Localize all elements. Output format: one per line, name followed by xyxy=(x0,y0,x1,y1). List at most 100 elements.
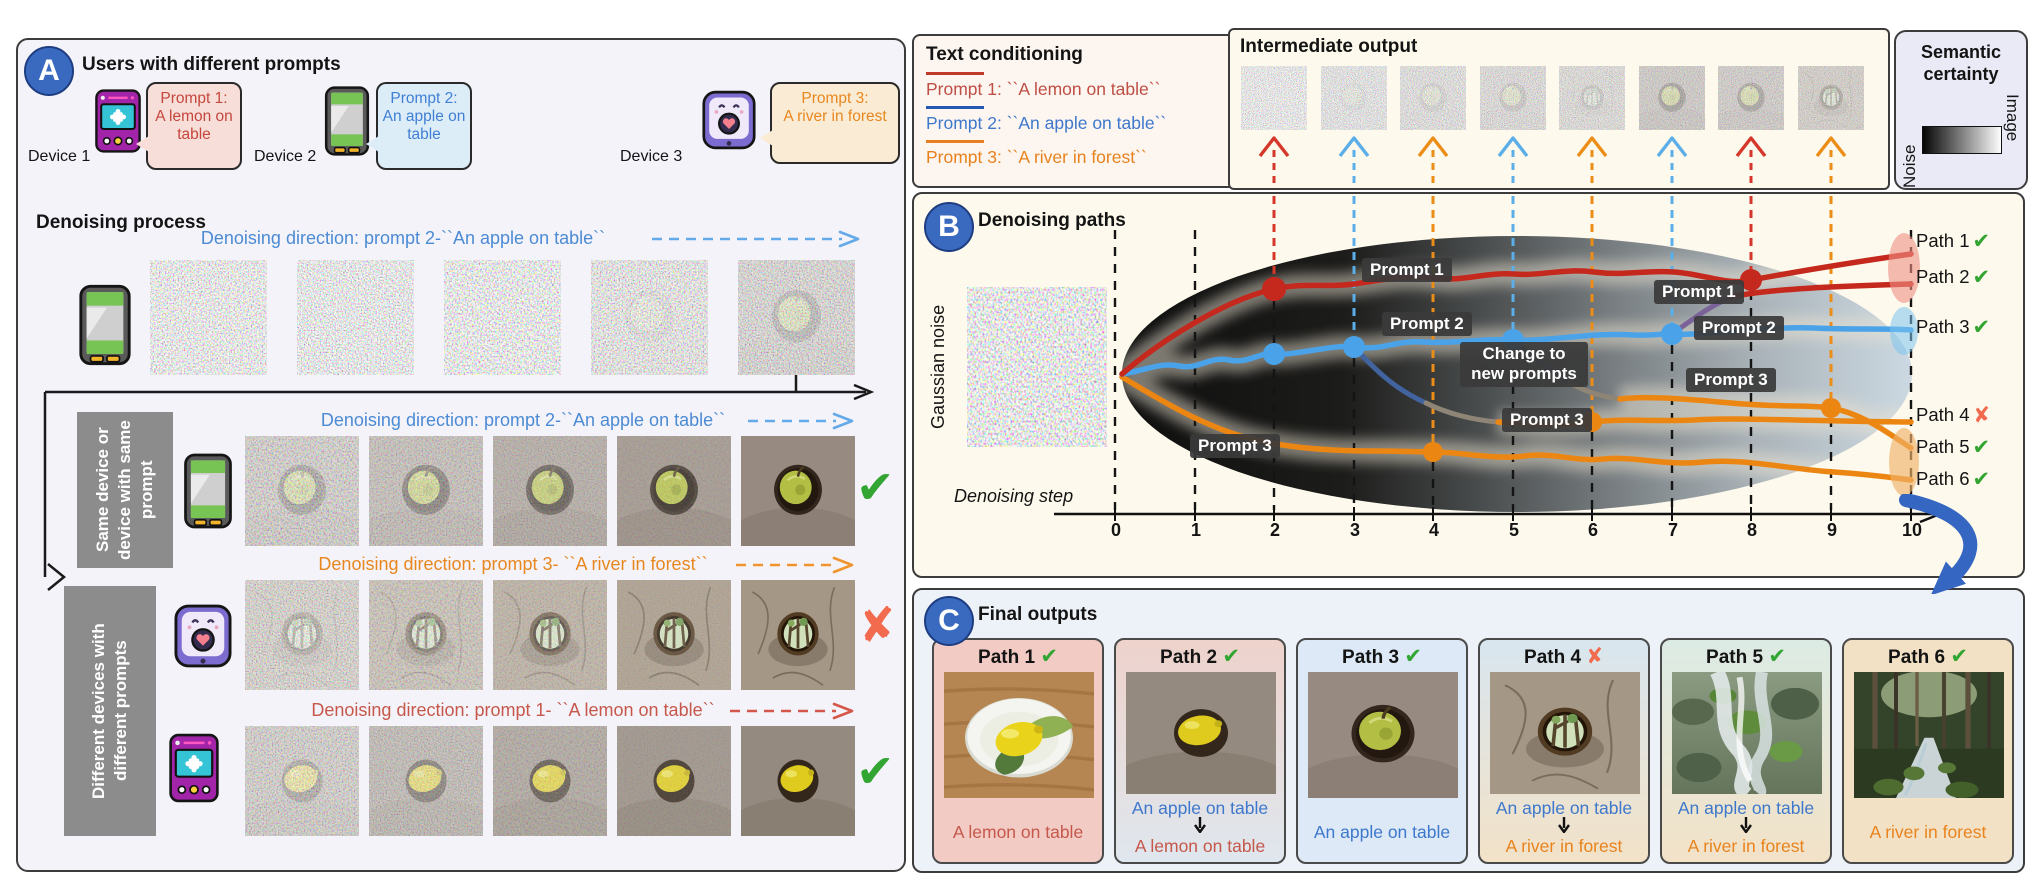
noise-image xyxy=(297,260,414,375)
denoising-step-image xyxy=(738,260,855,375)
gaussian-noise-image xyxy=(967,287,1107,447)
device-2-label: Device 2 xyxy=(254,148,317,165)
prompt-2-tag: Prompt 2 xyxy=(1382,312,1472,336)
prompt3-step-arrow xyxy=(1576,136,1608,188)
noise-image xyxy=(150,260,267,375)
prompt-2-tag: Prompt 2 xyxy=(1694,316,1784,340)
card-caption: A river in forest xyxy=(1505,836,1623,856)
axis-tick: 1 xyxy=(1190,520,1201,540)
device-3-label: Device 3 xyxy=(620,148,683,165)
intermediate-image xyxy=(1321,66,1387,130)
intermediate-image xyxy=(1241,66,1307,130)
check-mark: ✔ xyxy=(1404,645,1422,668)
axis-tick: 2 xyxy=(1269,520,1280,540)
intermediate-image xyxy=(1798,66,1864,130)
direction-label-row4: Denoising direction: prompt 1- ``A lemon… xyxy=(311,700,715,720)
device-1-icon xyxy=(169,733,219,803)
path-2-card-title: Path 2 ✔ xyxy=(1116,644,1284,669)
card-caption: A river in forest xyxy=(1687,836,1805,856)
denoising-step-image xyxy=(245,436,359,546)
certainty-gradient-bar xyxy=(1922,126,2002,154)
panel-denoising-paths: B Denoising paths Gaussian noise xyxy=(912,192,2025,578)
card-caption: An apple on table xyxy=(1131,798,1269,818)
prompt-1-bubble-body: A lemon on table xyxy=(155,107,233,143)
card-title-text: Path 2 xyxy=(1160,647,1218,668)
card-caption: A river in forest xyxy=(1869,822,1987,842)
intermediate-image xyxy=(1559,66,1625,130)
card-title-text: Path 3 xyxy=(1342,647,1400,668)
prompt-3-legend-line xyxy=(926,140,984,143)
change-prompts-tag: Change to new prompts xyxy=(1460,342,1588,387)
direction-arrow-row2 xyxy=(748,412,854,430)
check-mark: ✔ xyxy=(1222,645,1240,668)
direction-label-row1: Denoising direction: prompt 2-``An apple… xyxy=(200,228,606,248)
wall-hole-forest-image xyxy=(1490,672,1640,794)
check-mark: ✔ xyxy=(1972,435,1991,459)
prompt-2-legend: Prompt 2: ``An apple on table`` xyxy=(926,113,1167,133)
axis-tick: 3 xyxy=(1349,520,1360,540)
prompt3-step-arrow xyxy=(1417,136,1449,188)
path-6-label: Path 6 xyxy=(1916,468,1970,489)
path-4-card: Path 4 ✘ An apple on table A river in fo… xyxy=(1478,638,1650,864)
direction-label-row2: Denoising direction: prompt 2-``An apple… xyxy=(320,410,726,430)
axis-tick: 7 xyxy=(1667,520,1678,540)
prompt-2-bubble: Prompt 2: An apple on table xyxy=(366,82,472,170)
path-event-dots xyxy=(1262,269,1841,462)
prompt1-step-arrow xyxy=(1258,136,1290,188)
prompt-change-arrow xyxy=(1740,817,1752,833)
path-6-card-title: Path 6 ✔ xyxy=(1844,644,2012,669)
semantic-certainty-title: Semantic certainty xyxy=(1920,42,2002,84)
prompt-change-arrow xyxy=(1194,817,1206,833)
check-mark: ✔ xyxy=(856,461,895,513)
prompt-1-bubble: Prompt 1: A lemon on table xyxy=(136,82,242,170)
direction-arrow-row1 xyxy=(652,230,860,248)
path-3-label: Path 3 xyxy=(1916,316,1970,337)
check-mark: ✔ xyxy=(1972,265,1991,289)
path-1-result: Path 1✔ xyxy=(1916,230,1990,252)
denoising-step-image xyxy=(617,726,731,836)
panel-a-badge: A xyxy=(24,46,74,96)
prompt-2-legend-line xyxy=(926,106,984,109)
card-caption: A lemon on table xyxy=(1134,836,1266,856)
prompt2-step-arrow xyxy=(1497,136,1529,188)
intermediate-image xyxy=(1718,66,1784,130)
denoising-paths-plot xyxy=(1054,196,1944,524)
path-3-card: Path 3 ✔ An apple on table xyxy=(1296,638,1468,864)
path-1-card-title: Path 1 ✔ xyxy=(934,644,1102,669)
final-lemon-image xyxy=(741,726,855,836)
prompt-2-bubble-body: An apple on table xyxy=(382,107,466,143)
text-conditioning-title: Text conditioning xyxy=(926,44,1083,65)
path-3-result: Path 3✔ xyxy=(1916,316,1990,338)
prompt-3-bubble: Prompt 3: A river in forest xyxy=(760,82,900,164)
panel-users-prompts: A Users with different prompts Device 1 … xyxy=(16,38,906,872)
direction-label-row3: Denoising direction: prompt 3- ``A river… xyxy=(318,554,708,574)
card-caption: A lemon on table xyxy=(952,822,1084,842)
check-mark: ✔ xyxy=(1972,467,1991,491)
denoising-step-image xyxy=(493,580,607,690)
path-2-label: Path 2 xyxy=(1916,266,1970,287)
prompt2-step-arrow xyxy=(1338,136,1370,188)
axis-tick: 10 xyxy=(1901,520,1923,540)
prompt-3-legend: Prompt 3: ``A river in forest`` xyxy=(926,147,1147,167)
path-4-label: Path 4 xyxy=(1916,404,1970,425)
prompt1-step-arrow xyxy=(1735,136,1767,188)
noise-image xyxy=(444,260,561,375)
apple-bowl-image xyxy=(1308,672,1458,798)
device-2-icon xyxy=(184,453,232,529)
prompt3-step-arrow xyxy=(1815,136,1847,188)
prompt-3-tag: Prompt 3 xyxy=(1190,434,1280,458)
intermediate-image xyxy=(1480,66,1546,130)
check-mark: ✔ xyxy=(1768,645,1786,668)
prompt-1-legend-line xyxy=(926,72,984,75)
path-2-card: Path 2 ✔ An apple on table A lemon on ta… xyxy=(1114,638,1286,864)
card-title-text: Path 6 xyxy=(1888,647,1946,668)
prompt-1-tag: Prompt 1 xyxy=(1654,280,1744,304)
card-title-text: Path 4 xyxy=(1524,647,1582,668)
noise-end-label: Noise xyxy=(1900,144,1919,188)
path-6-result: Path 6✔ xyxy=(1916,468,1990,490)
check-mark: ✔ xyxy=(1040,645,1058,668)
denoising-step-image xyxy=(245,726,359,836)
panel-b-badge: B xyxy=(924,202,974,252)
intermediate-image xyxy=(1400,66,1466,130)
